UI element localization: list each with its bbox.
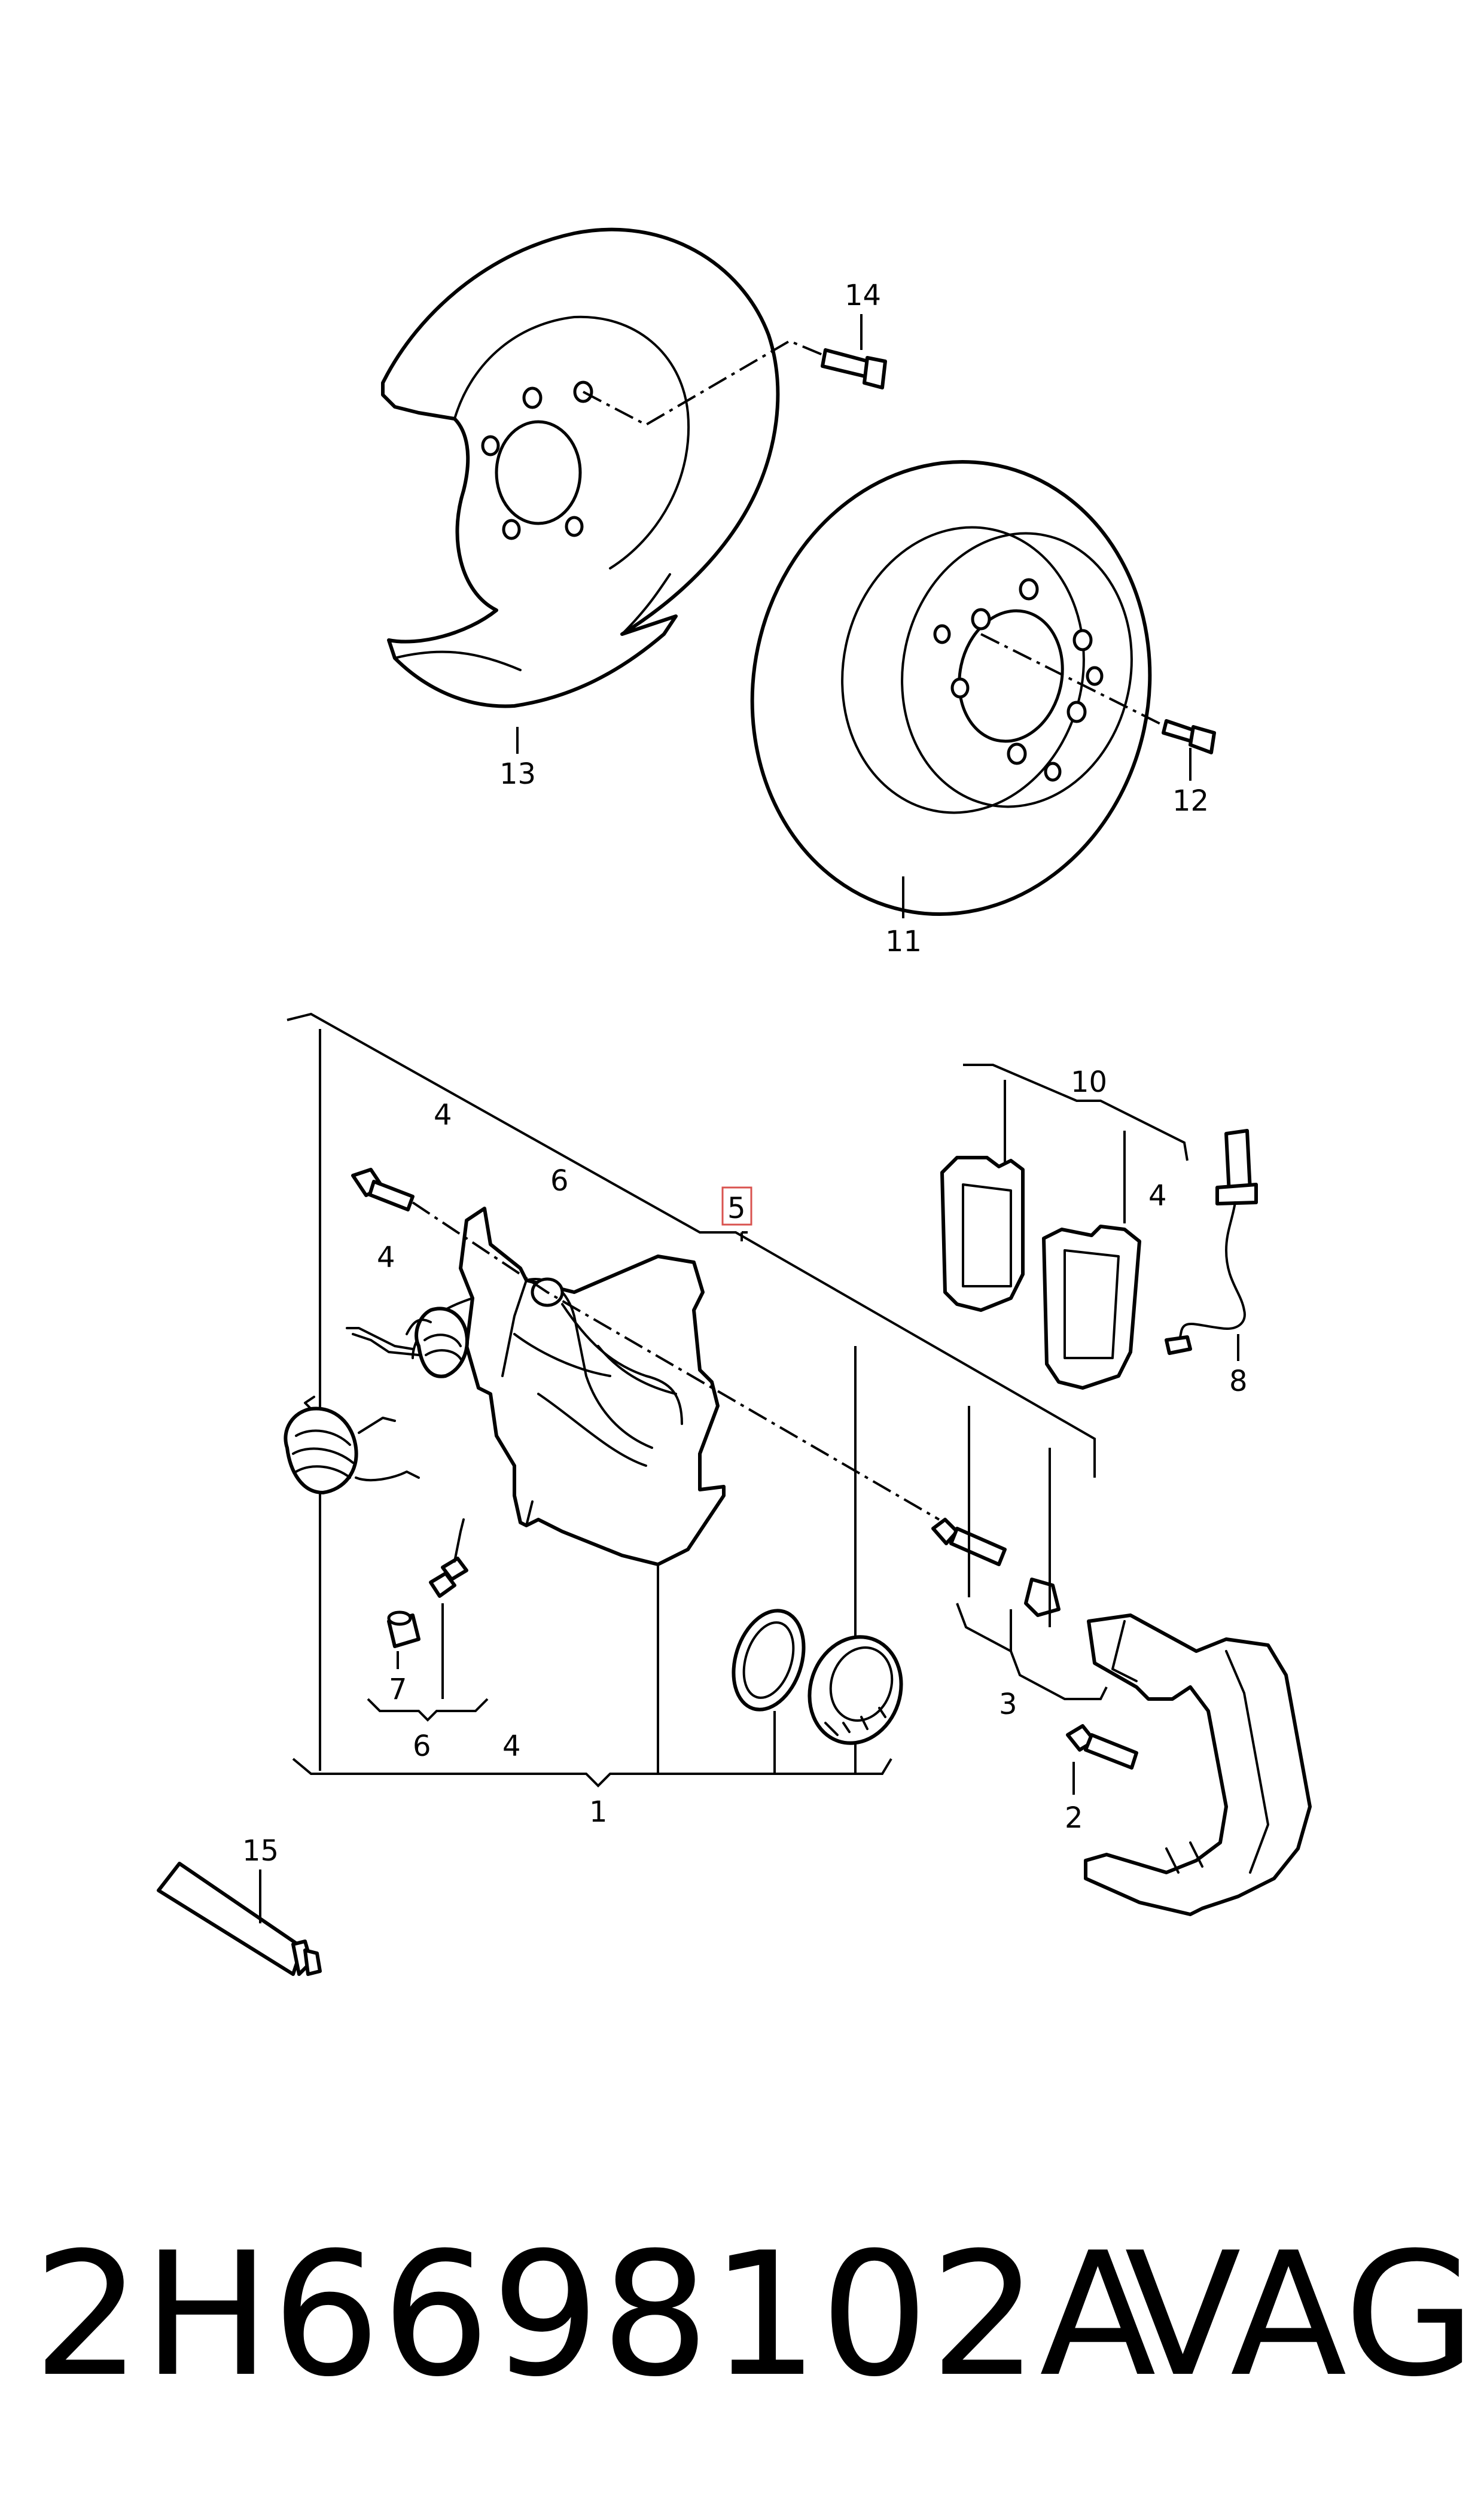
callout-4-top: 4 [434, 1098, 452, 1132]
bleeder-valve [429, 1518, 468, 1598]
callout-12: 12 [1172, 784, 1209, 818]
callout-3: 3 [999, 1688, 1017, 1721]
callout-4-pads: 4 [1148, 1179, 1167, 1213]
bracket-6-bottom [367, 1698, 489, 1722]
callout-4-bottom: 4 [502, 1730, 521, 1763]
callout-7: 7 [389, 1673, 407, 1706]
brake-disc [750, 460, 1152, 916]
callouts: 14 13 12 11 10 4 6 5 4 4 8 7 6 4 1 3 2 1… [242, 279, 1248, 1868]
brake-pad-rear [1042, 1225, 1141, 1390]
callout-14: 14 [845, 279, 881, 312]
bracket-1 [292, 1758, 892, 1788]
lever-assembly [346, 1319, 432, 1356]
leader-dash-14 [583, 339, 826, 427]
callout-2: 2 [1065, 1801, 1083, 1835]
brake-pad-front [940, 1156, 1025, 1312]
caliper-housing [412, 1207, 726, 1566]
callout-13: 13 [499, 757, 536, 791]
highlight-box-5 [721, 1186, 752, 1226]
callout-11: 11 [885, 925, 922, 958]
bracket-10 [963, 1064, 1189, 1161]
bleeder-cap [387, 1610, 420, 1648]
seal-ring [732, 1609, 806, 1712]
callout-15: 15 [242, 1834, 279, 1868]
screw-12 [1162, 719, 1216, 754]
hub-opening [495, 420, 582, 525]
guide-bushing [1024, 1578, 1061, 1617]
callout-8: 8 [1229, 1365, 1248, 1398]
brand-label: VAG [1125, 2216, 1476, 2415]
grease-tube [157, 1862, 322, 1976]
wear-sensor [1165, 1129, 1258, 1355]
callout-10: 10 [1071, 1065, 1107, 1099]
splash-shield [381, 227, 780, 708]
guide-pin [931, 1518, 1007, 1566]
axis-dash [412, 1201, 940, 1521]
bolt-14 [821, 348, 887, 389]
callout-4-bolt: 4 [377, 1241, 395, 1274]
footer: 2H6698102A VAG [0, 2225, 1484, 2405]
callout-6-top: 6 [550, 1164, 569, 1198]
callout-1: 1 [589, 1795, 608, 1829]
spring [284, 1396, 420, 1494]
callout-6-bottom: 6 [413, 1730, 431, 1763]
caliper-carrier [1084, 1613, 1312, 1916]
callout-5: 5 [727, 1192, 746, 1225]
part-number: 2H6698102A [33, 2216, 1157, 2415]
leader-dash-12 [980, 633, 1167, 728]
dust-boot [807, 1635, 903, 1745]
bracket-4-6 [287, 1012, 1096, 1478]
bolt-4 [351, 1168, 415, 1211]
disc-center-bore [958, 609, 1064, 743]
bolt-2 [1066, 1724, 1138, 1770]
